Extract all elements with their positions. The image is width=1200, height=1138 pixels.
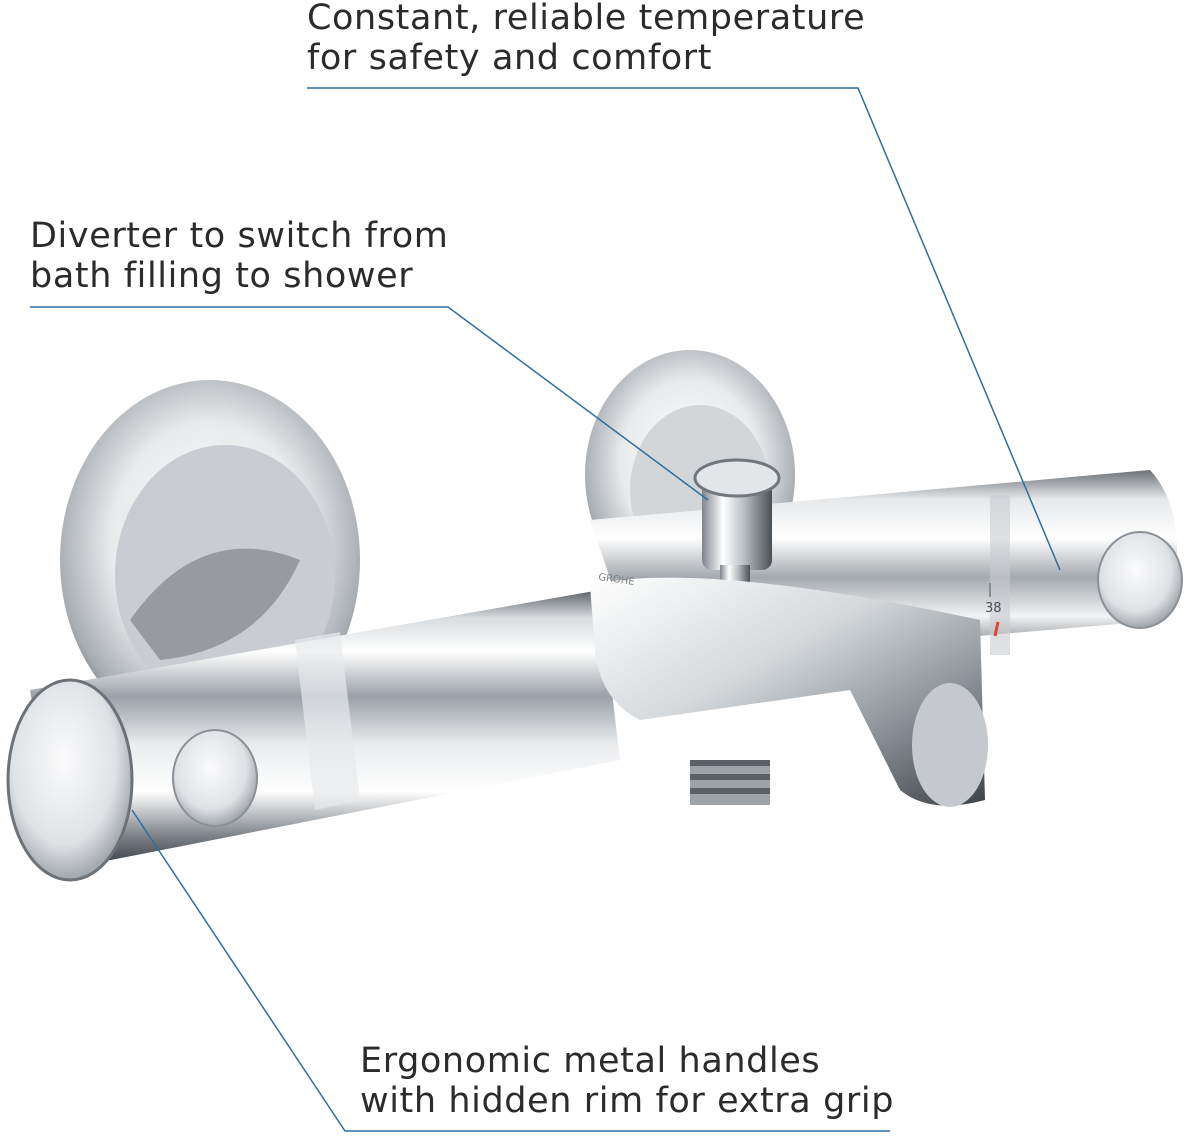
caption-diverter: Diverter to switch from bath filling to …	[30, 216, 448, 296]
bath-spout	[590, 577, 988, 807]
wall-escutcheon-left	[60, 380, 360, 740]
hose-thread	[690, 760, 770, 794]
temperature-scale: 38	[985, 583, 1002, 637]
caption-handles: Ergonomic metal handles with hidden rim …	[360, 1041, 894, 1121]
caption-handles-line2: with hidden rim for extra grip	[360, 1081, 895, 1121]
caption-temperature-line2: for safety and comfort	[307, 38, 713, 78]
caption-temperature: Constant, reliable temperature for safet…	[307, 0, 865, 78]
brand-mark: GROHE	[598, 572, 636, 588]
caption-diverter-line1: Diverter to switch from	[30, 216, 449, 256]
handle-end-cap	[6, 678, 258, 882]
leader-line-handles	[131, 809, 890, 1132]
leader-line-diverter	[30, 306, 709, 501]
leader-lines	[30, 87, 1061, 1132]
temperature-marking-text: 38	[985, 601, 1002, 616]
caption-diverter-line2: bath filling to shower	[30, 256, 414, 296]
leader-line-temperature	[307, 87, 1061, 571]
caption-temperature-line1: Constant, reliable temperature	[307, 0, 866, 38]
caption-handles-line1: Ergonomic metal handles	[360, 1041, 821, 1081]
